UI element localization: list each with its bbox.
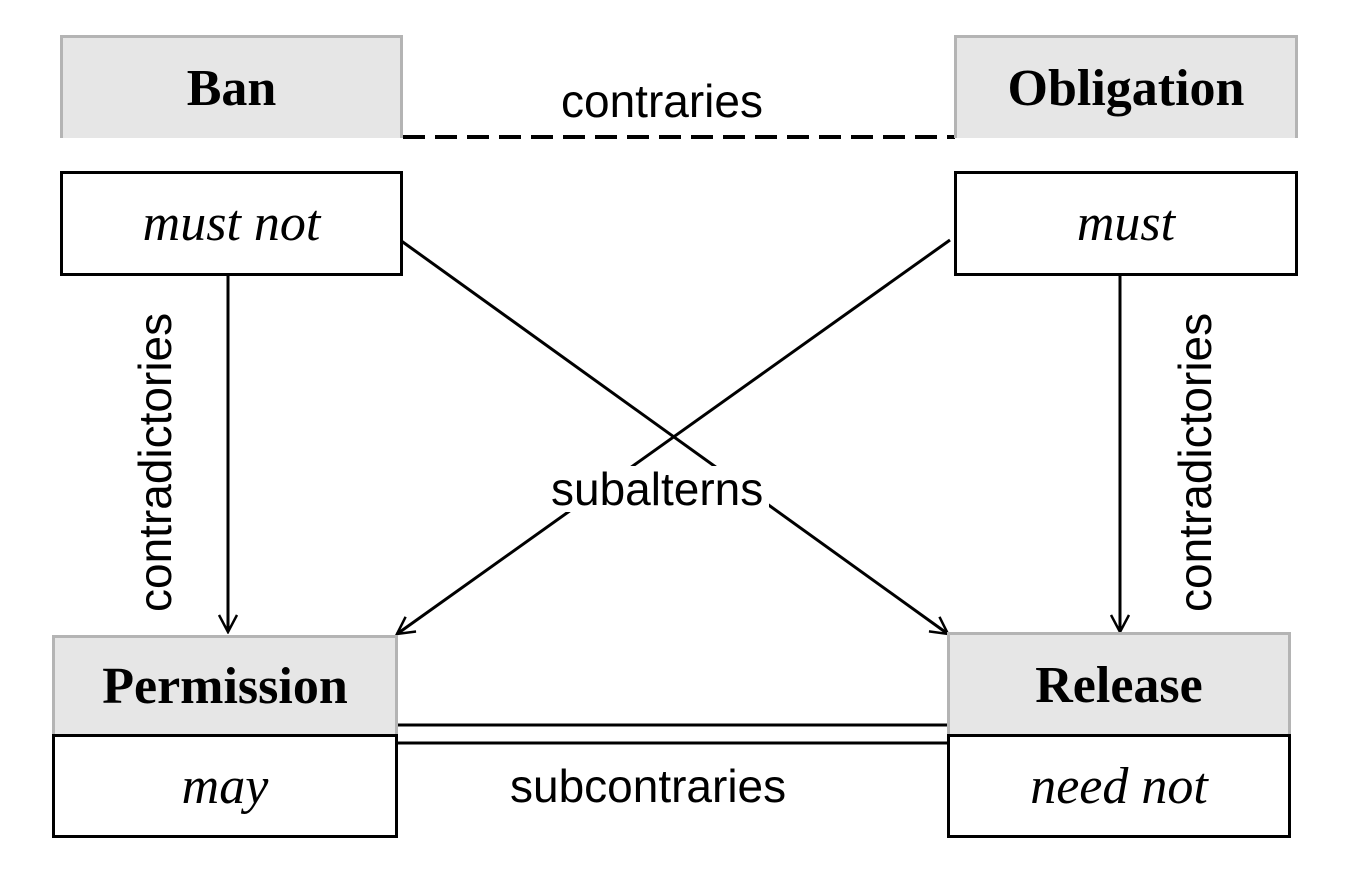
contradictories-left-label: contradictories — [129, 312, 181, 612]
contraries-label: contraries — [561, 75, 763, 127]
ban-modal: must not — [60, 171, 403, 276]
subcontraries-label: subcontraries — [510, 760, 787, 812]
ban-title: Ban — [60, 35, 403, 138]
permission-node: Permission may — [52, 635, 398, 838]
obligation-title: Obligation — [954, 35, 1298, 138]
permission-modal: may — [52, 734, 398, 838]
release-title: Release — [947, 632, 1291, 735]
subaltern-line-obligation-permission — [397, 238, 951, 634]
subalterns-label: subalterns — [545, 466, 770, 512]
contradictories-right-label: contradictories — [1169, 312, 1221, 612]
obligation-node: Obligation must — [954, 35, 1298, 276]
release-node: Release need not — [947, 632, 1291, 838]
obligation-modal: must — [954, 171, 1298, 276]
ban-node: Ban must not — [60, 35, 403, 276]
release-modal: need not — [947, 734, 1291, 838]
permission-title: Permission — [52, 635, 398, 735]
